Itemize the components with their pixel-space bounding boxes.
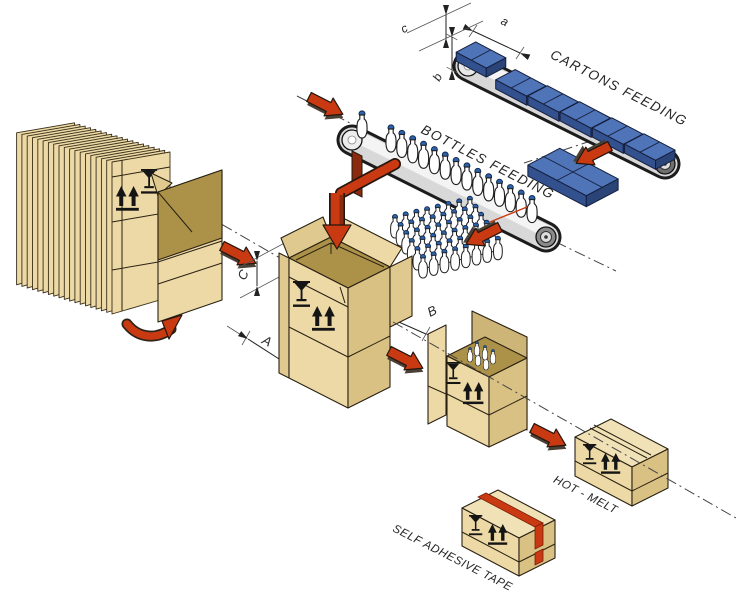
conveyor-roller-icon: [341, 129, 557, 248]
bottle-icon: [428, 146, 441, 175]
bottle-icon: [515, 189, 527, 218]
bottle-icon: [396, 129, 408, 159]
carton-blank-opening: [150, 169, 223, 323]
taped-case: [461, 489, 556, 577]
dimension-c: c: [398, 2, 484, 52]
bottle-icon: [385, 124, 397, 153]
dim-B-label: B: [425, 302, 440, 319]
bottle-icon: [450, 156, 462, 186]
bottle-icon: [526, 194, 538, 224]
bottle-icon: [461, 162, 473, 191]
drop-arrow-icon: [322, 150, 401, 250]
bottle-icon: [439, 151, 451, 180]
bottle-icon: [504, 184, 516, 213]
flow-arrow-icon: [302, 87, 350, 128]
dimension-b: b: [430, 27, 458, 84]
dim-C-label: C: [234, 267, 252, 283]
bottles-feeding-conveyor: [336, 124, 562, 253]
dim-c-label: c: [398, 21, 410, 36]
dim-a-label: a: [499, 14, 512, 30]
rotate-arrow-icon: [121, 314, 183, 342]
carton-blank-magazine: [16, 122, 171, 315]
red-leader-line: [489, 206, 528, 223]
centerline-main: [392, 321, 737, 519]
bottle-icon: [472, 167, 484, 197]
bottle-icon: [493, 178, 506, 207]
filled-case: [427, 310, 528, 448]
flat-carton-pile: [527, 147, 619, 208]
flat-cartons-on-conveyor: [455, 41, 676, 170]
hot-melt-case: [574, 418, 669, 507]
bottle-icon: [483, 173, 495, 202]
bottle-icon: [407, 135, 419, 164]
erected-case: [278, 216, 413, 409]
bottle-icon: [417, 140, 430, 169]
dim-b-label: b: [430, 71, 446, 84]
flow-arrow-icon: [525, 418, 573, 459]
bottle-icon: [356, 110, 368, 139]
